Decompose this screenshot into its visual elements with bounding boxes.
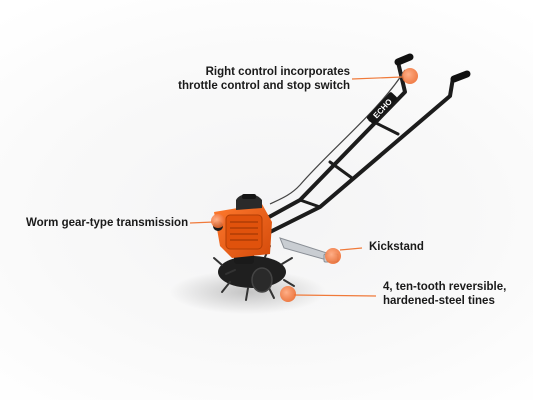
callout-right-control-line-1: Right control incorporates — [205, 66, 350, 78]
right-grip — [450, 70, 471, 83]
callout-lines — [189, 76, 403, 297]
hotspot-kickstand — [325, 248, 341, 264]
callout-tines: 4, ten-tooth reversible, hardened-steel … — [383, 280, 506, 308]
engine — [213, 194, 272, 258]
callout-right-control: Right control incorporates throttle cont… — [178, 65, 350, 93]
hotspot-transmission — [211, 214, 225, 228]
callout-right-control-line-2: throttle control and stop switch — [178, 80, 350, 92]
hotspot-tines — [280, 286, 296, 302]
callout-worm-gear: Worm gear-type transmission — [26, 217, 189, 229]
hotspot-right-control — [402, 68, 418, 84]
handle-brand-plate: ECHO — [366, 92, 398, 124]
callout-tines-line-1: 4, ten-tooth reversible, — [383, 281, 507, 293]
throttle-cable — [269, 69, 406, 205]
tines — [213, 245, 295, 301]
left-grip — [394, 53, 414, 66]
callout-kickstand: Kickstand — [369, 241, 424, 253]
callout-tines-line-2: hardened-steel tines — [383, 295, 495, 307]
